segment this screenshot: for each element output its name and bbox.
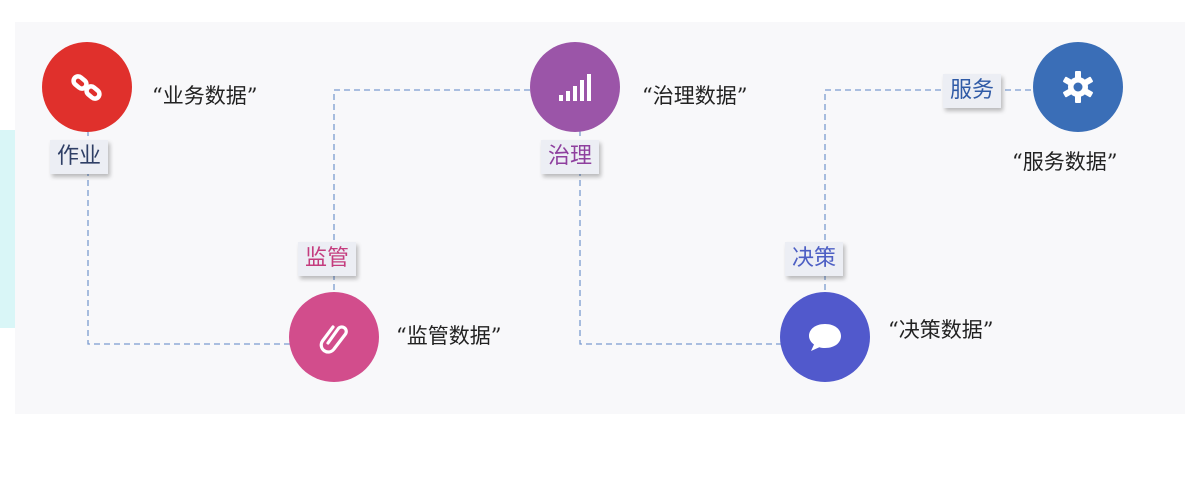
tag-service: 服务	[943, 74, 1002, 108]
link-icon	[71, 74, 102, 101]
quote-operation: “业务数据”	[152, 84, 258, 108]
quote-decision: “决策数据”	[888, 318, 994, 342]
connector-operation-supervision	[87, 130, 334, 345]
quote-service: “服务数据”	[1012, 150, 1118, 174]
node-service	[1033, 42, 1123, 132]
speech-bubble-icon	[809, 324, 841, 351]
node-operation	[42, 42, 132, 132]
left-accent-bar	[0, 130, 15, 328]
node-supervision	[289, 292, 379, 382]
gear-icon	[1063, 71, 1093, 103]
tag-operation: 作业	[50, 140, 109, 174]
connector-decision-service	[824, 89, 1077, 300]
connector-governance-decision	[579, 130, 825, 345]
tag-governance: 治理	[541, 140, 600, 174]
paperclip-icon	[319, 325, 348, 354]
connector-supervision-governance	[333, 89, 575, 300]
tag-supervision: 监管	[298, 242, 357, 276]
node-governance	[530, 42, 620, 132]
node-decision	[780, 292, 870, 382]
signal-bars-icon	[559, 74, 591, 101]
quote-governance: “治理数据”	[642, 84, 748, 108]
tag-decision: 决策	[785, 242, 844, 276]
quote-supervision: “监管数据”	[396, 324, 502, 348]
